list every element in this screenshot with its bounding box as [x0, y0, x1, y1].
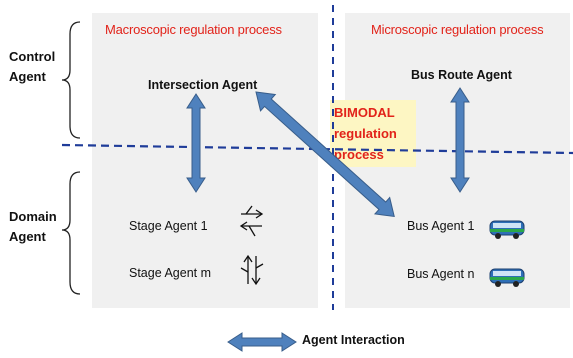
- intersection-agent-label: Intersection Agent: [148, 78, 258, 92]
- bimodal-line-2: regulation: [334, 126, 397, 141]
- stage-agent-last-label: Stage Agent m: [129, 266, 212, 280]
- control-agent-brace-icon: [61, 21, 81, 139]
- bimodal-line-1: BIMODAL: [334, 105, 395, 120]
- horizontal-dashed-divider: [61, 143, 573, 155]
- stage-agent-first-label: Stage Agent 1: [129, 219, 208, 233]
- macroscopic-title: Macroscopic regulation process: [105, 22, 282, 37]
- microscopic-title: Microscopic regulation process: [371, 22, 544, 37]
- domain-agent-label: Domain Agent: [9, 209, 57, 244]
- bus-icon-n: [489, 268, 525, 287]
- legend-label: Agent Interaction: [302, 333, 405, 347]
- domain-agent-brace-icon: [61, 171, 81, 295]
- bus-route-agent-label: Bus Route Agent: [411, 68, 512, 82]
- control-agent-label: Control Agent: [9, 49, 56, 84]
- bimodal-diagonal-arrow-icon: [255, 91, 395, 218]
- bus-agent-last-label: Bus Agent n: [407, 267, 475, 281]
- bimodal-line-3: process: [334, 147, 384, 162]
- bus-icon-1: [489, 220, 525, 239]
- bus-agent-first-label: Bus Agent 1: [407, 219, 475, 233]
- busroute-bus-arrow-icon: [450, 87, 470, 193]
- bimodal-regulation-box: BIMODAL regulation process: [330, 100, 416, 167]
- intersection-stage-arrow-icon: [186, 93, 206, 193]
- stage-signal-icon-1: [239, 205, 264, 237]
- macroscopic-panel: [92, 13, 318, 308]
- stage-signal-icon-m: [240, 254, 264, 286]
- legend-interaction-arrow-icon: [227, 332, 297, 352]
